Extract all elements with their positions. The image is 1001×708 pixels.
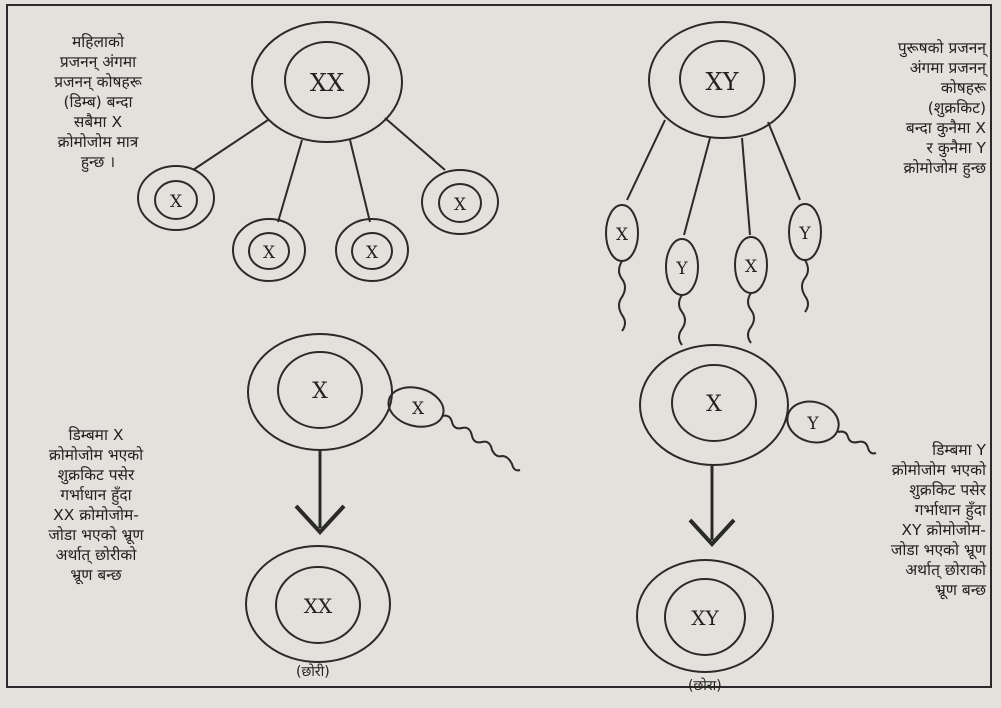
female-branch-lines xyxy=(192,117,446,223)
girl-embryo-cell: XX xyxy=(245,545,391,663)
girl-caption: (छोरी) xyxy=(296,664,330,680)
girl-arrow xyxy=(294,450,346,535)
egg-cell: X xyxy=(232,218,306,282)
sperm-cell: Y xyxy=(665,238,699,346)
egg-chromosome: X xyxy=(366,243,379,263)
egg-cell: X xyxy=(137,165,215,231)
girl-fertilization-egg: X xyxy=(247,333,393,451)
girl-formation-note: डिम्बमा X क्रोमोजोम भएको शुक्रकिट पसेर ग… xyxy=(48,426,144,584)
boy-egg-chromosome: X xyxy=(706,392,722,417)
girl-egg-chromosome: X xyxy=(312,379,328,404)
male-parent-chromosomes: XY xyxy=(706,68,740,96)
diagram-frame xyxy=(6,4,992,688)
male-parent-cell: XY xyxy=(648,21,796,139)
egg-chromosome: X xyxy=(170,192,183,212)
female-gamete-note: महिलाको प्रजनन् अंगमा प्रजनन् कोषहरू (डि… xyxy=(54,33,142,171)
female-parent-cell: XX xyxy=(251,21,403,143)
boy-arrow xyxy=(688,466,736,547)
boy-embryo-cell: XY xyxy=(636,559,774,673)
girl-embryo-chromosomes: XX xyxy=(304,594,333,618)
female-parent-chromosomes: XX xyxy=(310,69,344,97)
sperm-cell: Y xyxy=(788,203,822,313)
male-gamete-note: पुरूषको प्रजनन् अंगमा प्रजनन् कोषहरू (शु… xyxy=(897,39,986,177)
egg-chromosome: X xyxy=(454,195,467,215)
boy-embryo-chromosomes: XY xyxy=(691,606,719,630)
egg-cell: X xyxy=(421,169,499,235)
boy-fertilizing-sperm: Y xyxy=(786,400,877,455)
sperm-chromosome: Y xyxy=(798,224,811,244)
boy-caption: (छोरा) xyxy=(688,678,722,694)
egg-chromosome: X xyxy=(263,243,276,263)
male-branch-lines xyxy=(626,119,801,236)
boy-fertilization-egg: X xyxy=(639,344,789,466)
girl-sperm-chromosome: X xyxy=(412,399,425,419)
sperm-chromosome: X xyxy=(616,225,629,245)
girl-fertilizing-sperm: X xyxy=(387,386,521,472)
sperm-cell: X xyxy=(605,204,639,332)
sperm-chromosome: Y xyxy=(675,259,688,279)
sperm-chromosome: X xyxy=(745,257,758,277)
boy-sperm-chromosome: Y xyxy=(806,414,819,434)
sperm-cell: X xyxy=(734,236,768,344)
egg-cell: X xyxy=(335,218,409,282)
boy-formation-note: डिम्बमा Y क्रोमोजोम भएको शुक्रकिट पसेर ग… xyxy=(890,441,986,599)
